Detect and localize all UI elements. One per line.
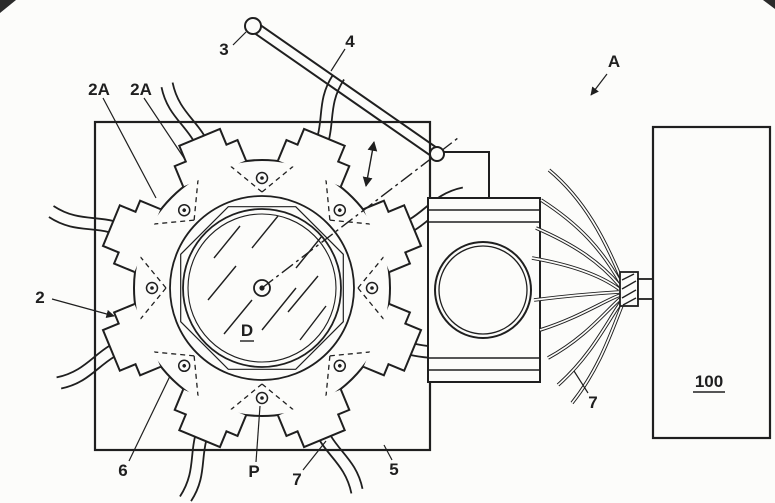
label-pin: P	[248, 462, 259, 481]
block-bore-inner	[438, 245, 528, 335]
leader-plate	[383, 444, 393, 461]
motion-double-arrow	[362, 141, 378, 187]
block-bore-outer	[434, 241, 532, 339]
label-pivot: 3	[219, 40, 228, 59]
leader-lines	[51, 31, 608, 471]
label-ring: 6	[118, 461, 127, 480]
labels: 3 4 A 2A 2A 2 6 P 7 5 7 D 100	[35, 32, 725, 489]
glass-disk-shading	[207, 215, 327, 341]
side-block	[427, 151, 541, 383]
label-assembly: A	[608, 52, 620, 71]
label-clamp: 2	[35, 288, 44, 307]
control-box	[651, 125, 772, 440]
leader-pivot	[232, 31, 247, 46]
leader-clamp-2a-outer	[102, 97, 157, 199]
label-arm: 4	[345, 32, 355, 51]
label-clamp-2a-outer: 2A	[88, 80, 110, 99]
connector-plug	[637, 278, 654, 300]
label-plate: 5	[389, 460, 398, 479]
label-unit: 100	[695, 372, 723, 391]
leader-harness	[573, 370, 589, 394]
wire-bundle-outline	[530, 168, 625, 405]
centerline	[261, 137, 459, 289]
leader-pin	[255, 405, 261, 463]
leader-assembly-arrow	[590, 73, 608, 96]
glass-disk-inner-outline	[187, 213, 337, 363]
turret-inner-ring	[169, 195, 355, 381]
wire-harness	[530, 168, 654, 405]
label-cable-bottom: 7	[292, 470, 301, 489]
lever	[244, 17, 445, 187]
leader-cable-bottom	[302, 440, 327, 471]
lever-pivot-circle	[244, 17, 262, 35]
step-block	[430, 151, 490, 198]
chuck-octagon	[180, 206, 344, 370]
label-clamp-2a-inner: 2A	[130, 80, 152, 99]
label-harness: 7	[588, 393, 597, 412]
scan-artifact-top-left	[0, 0, 16, 13]
lever-arm-edge	[249, 29, 435, 159]
lever-end-circle	[429, 146, 445, 162]
leader-clamp-arrow	[51, 298, 115, 319]
leader-ring	[128, 375, 171, 462]
lever-arm-edge	[255, 21, 441, 151]
connector-hatching	[621, 273, 637, 306]
label-disk: D	[241, 321, 253, 340]
scan-artifact-top-right	[763, 0, 775, 9]
leader-clamp-2a-inner	[143, 97, 185, 159]
leader-arm	[330, 48, 346, 72]
